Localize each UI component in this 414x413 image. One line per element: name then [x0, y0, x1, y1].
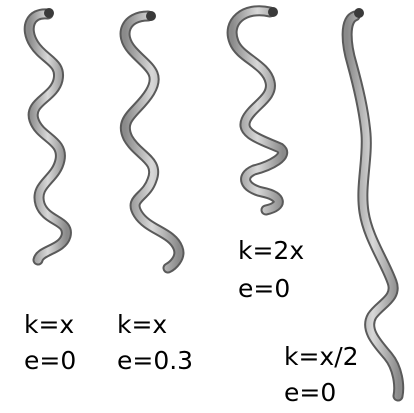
ribbon-k-2x-e-0 [226, 5, 288, 216]
ribbon-k-x-half-e-0 [341, 8, 405, 402]
label-b-e: e=0.3 [117, 346, 194, 375]
ribbon-k-x-e-0.3 [119, 10, 185, 274]
label-a-k: k=x [24, 310, 75, 339]
ribbon-k-x-e-0 [23, 8, 72, 266]
ribbon-tip-icon [146, 11, 156, 21]
ribbon-tip-icon [44, 8, 54, 18]
ribbon-tip-icon [268, 7, 278, 17]
label-a-e: e=0 [24, 346, 77, 375]
label-d-e: e=0 [284, 378, 337, 407]
label-d-k: k=x/2 [284, 342, 359, 371]
label-c-e: e=0 [238, 274, 291, 303]
label-c-k: k=2x [238, 236, 305, 265]
ribbon-tip-icon [354, 8, 364, 18]
label-b-k: k=x [117, 310, 168, 339]
